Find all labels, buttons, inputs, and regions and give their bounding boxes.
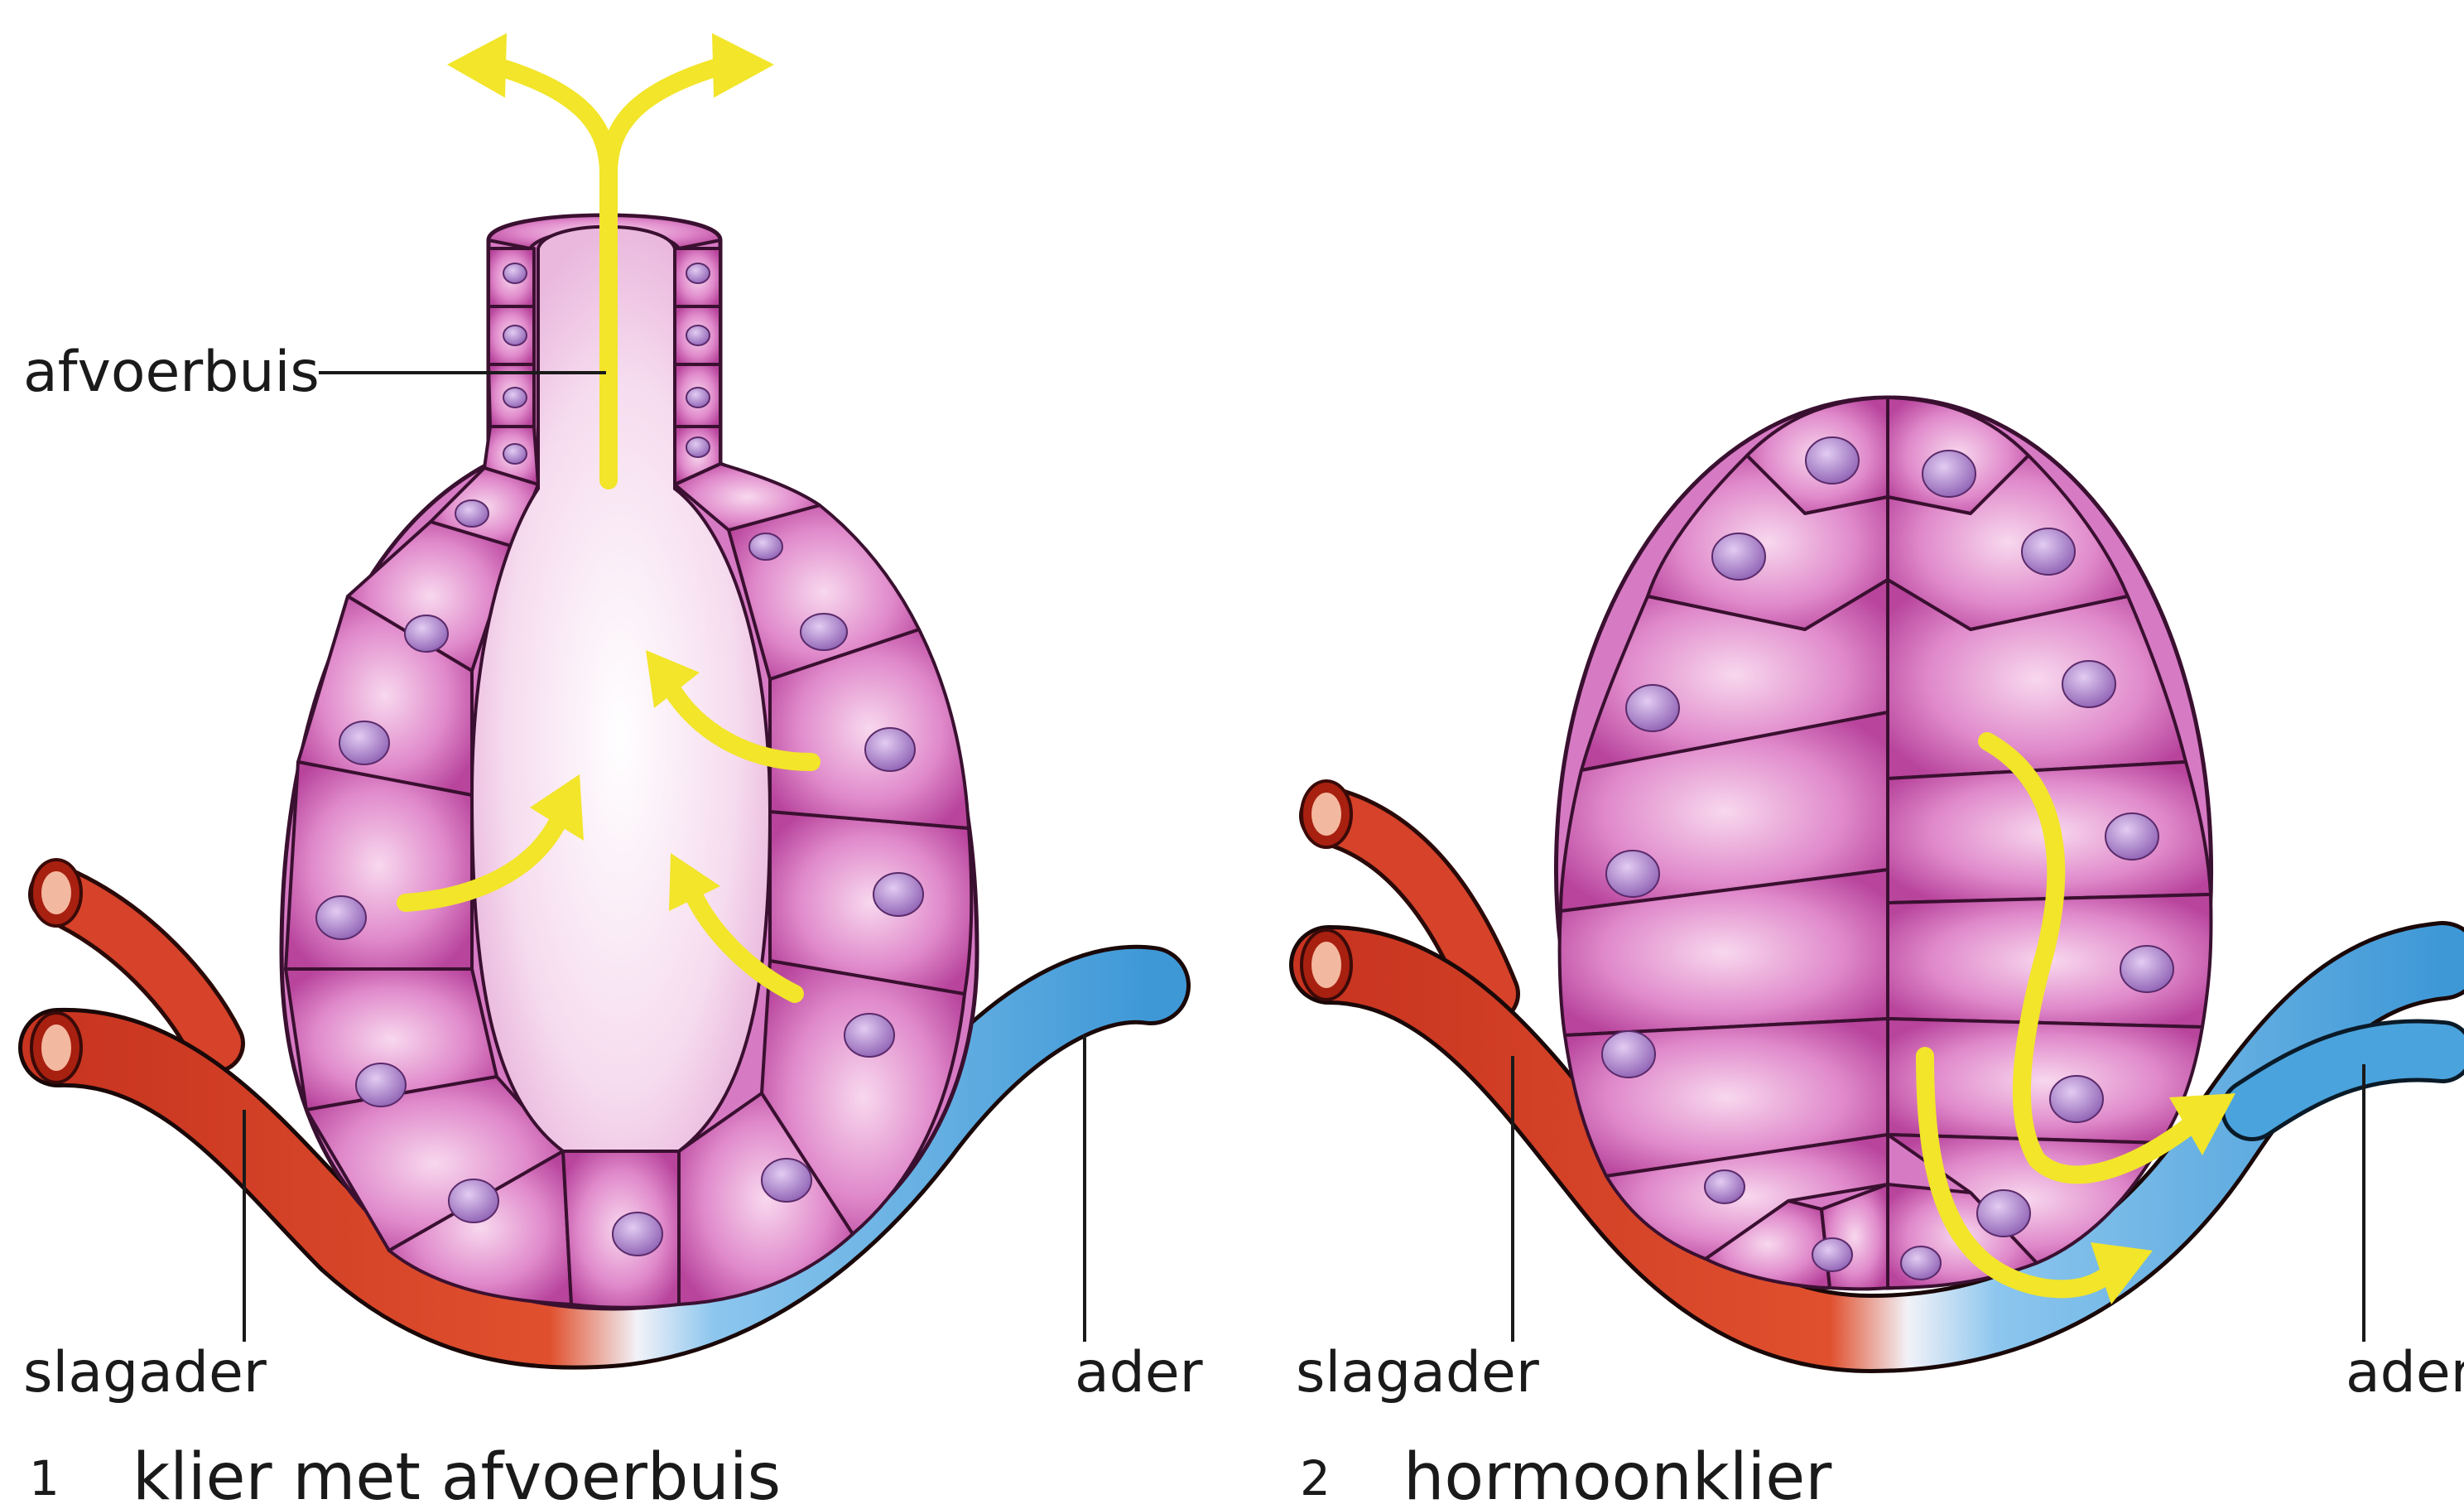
figure-2-artery-label: slagader [1296, 1340, 1539, 1405]
figure-1-vein-label: ader [1075, 1340, 1203, 1405]
duct-label: afvoerbuis [23, 340, 320, 405]
figure-1-artery-label: slagader [23, 1340, 267, 1405]
figure-2-endocrine-gland: slagader ader 2 hormoonklier [1296, 398, 2464, 1509]
figure-2-caption: hormoonklier [1403, 1440, 1832, 1509]
figure-1-caption: klier met afvoerbuis [132, 1440, 781, 1509]
figure-1-exocrine-gland: afvoerbuis slagader ader 1 klier met afv… [23, 33, 1203, 1509]
figure-1-number: 1 [29, 1450, 60, 1507]
figure-2-number: 2 [1300, 1450, 1331, 1507]
figure-2-vein-label: ader [2346, 1340, 2464, 1405]
